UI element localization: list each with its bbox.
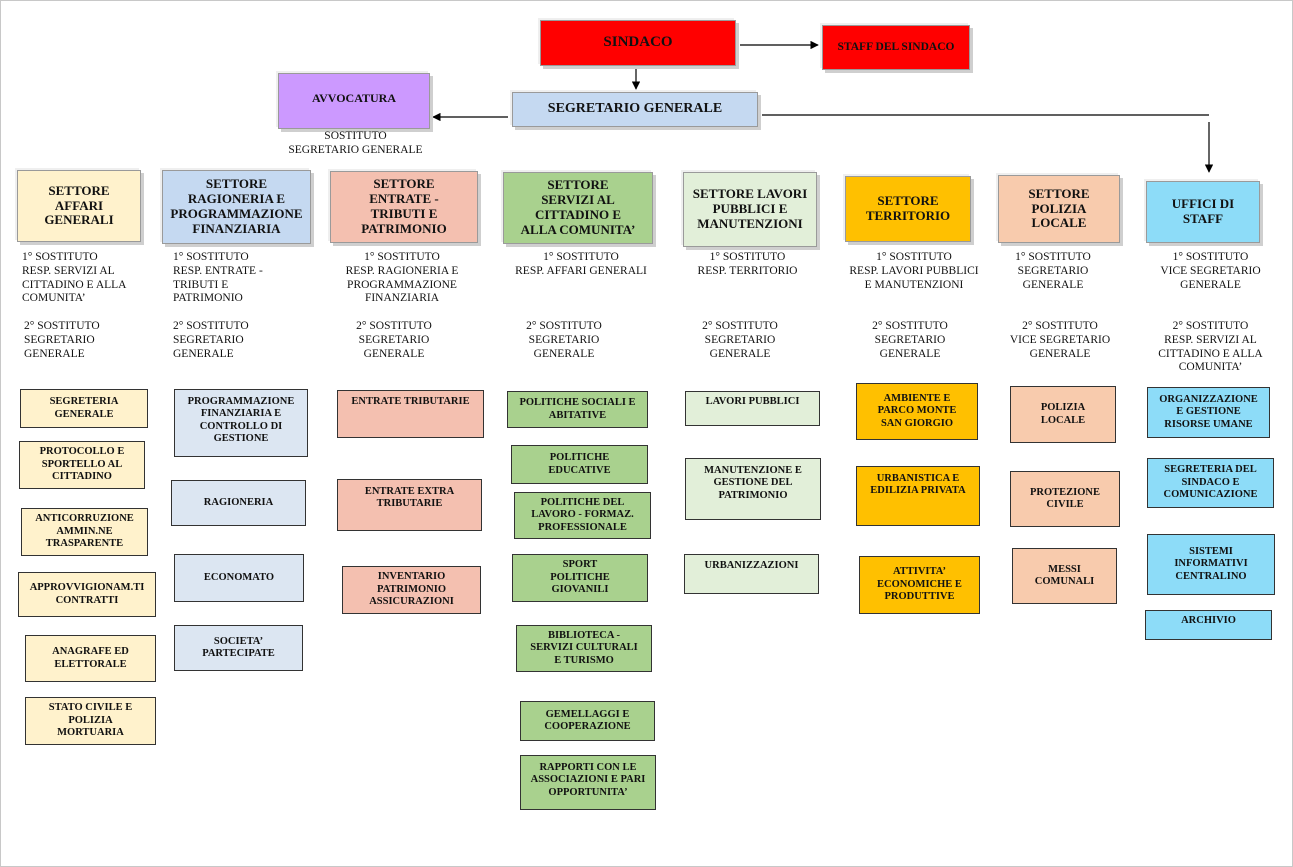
office-lavori-pubblici: LAVORI PUBBLICI bbox=[685, 391, 820, 426]
sector-header-affari-generali: SETTORE AFFARI GENERALI bbox=[17, 170, 141, 242]
sector-header-ragioneria: SETTORE RAGIONERIA E PROGRAMMAZIONE FINA… bbox=[162, 170, 311, 244]
office-urbanistica-edilizia: URBANISTICA E EDILIZIA PRIVATA bbox=[856, 466, 980, 526]
sector-header-lavori-pubblici: SETTORE LAVORI PUBBLICI E MANUTENZIONI bbox=[683, 172, 817, 247]
sector-7-second-substitute: 2° SOSTITUTO VICE SEGRETARIO GENERALE bbox=[1009, 320, 1111, 360]
office-societa-partecipate: SOCIETA’ PARTECIPATE bbox=[174, 625, 303, 671]
office-politiche-educative: POLITICHE EDUCATIVE bbox=[511, 445, 648, 484]
office-economato: ECONOMATO bbox=[174, 554, 304, 602]
sector-8-first-substitute: 1° SOSTITUTO VICE SEGRETARIO GENERALE bbox=[1160, 251, 1261, 291]
sector-5-second-substitute: 2° SOSTITUTO SEGRETARIO GENERALE bbox=[702, 320, 778, 360]
sector-7-first-substitute: 1° SOSTITUTO SEGRETARIO GENERALE bbox=[1015, 251, 1091, 291]
sector-2-first-substitute: 1° SOSTITUTO RESP. ENTRATE - TRIBUTI E P… bbox=[173, 251, 263, 305]
office-organizzazione-risorse-umane: ORGANIZZAZIONE E GESTIONE RISORSE UMANE bbox=[1147, 387, 1270, 438]
office-sport-politiche-giovanili: SPORT POLITICHE GIOVANILI bbox=[512, 554, 648, 602]
sector-3-first-substitute: 1° SOSTITUTO RESP. RAGIONERIA E PROGRAMM… bbox=[345, 251, 459, 305]
office-biblioteca: BIBLIOTECA - SERVIZI CULTURALI E TURISMO bbox=[516, 625, 652, 672]
sector-1-first-substitute: 1° SOSTITUTO RESP. SERVIZI AL CITTADINO … bbox=[22, 251, 127, 305]
office-segreteria-generale: SEGRETERIA GENERALE bbox=[20, 389, 148, 428]
office-attivita-economiche: ATTIVITA’ ECONOMICHE E PRODUTTIVE bbox=[859, 556, 980, 614]
office-protocollo-sportello: PROTOCOLLO E SPORTELLO AL CITTADINO bbox=[19, 441, 145, 489]
sector-5-first-substitute: 1° SOSTITUTO RESP. TERRITORIO bbox=[697, 251, 798, 277]
sector-3-second-substitute: 2° SOSTITUTO SEGRETARIO GENERALE bbox=[356, 320, 432, 360]
office-politiche-sociali: POLITICHE SOCIALI E ABITATIVE bbox=[507, 391, 648, 428]
office-segreteria-sindaco: SEGRETERIA DEL SINDACO E COMUNICAZIONE bbox=[1147, 458, 1274, 508]
office-approvvigionamenti: APPROVVIGIONAM.TI CONTRATTI bbox=[18, 572, 156, 617]
sostituto-segretario-label: SOSTITUTO SEGRETARIO GENERALE bbox=[288, 130, 423, 156]
sindaco-box: SINDACO bbox=[540, 20, 736, 66]
office-entrate-tributarie: ENTRATE TRIBUTARIE bbox=[337, 390, 484, 438]
office-manutenzione-patrimonio: MANUTENZIONE E GESTIONE DEL PATRIMONIO bbox=[685, 458, 821, 520]
office-entrate-extra-tributarie: ENTRATE EXTRA TRIBUTARIE bbox=[337, 479, 482, 531]
sector-8-second-substitute: 2° SOSTITUTO RESP. SERVIZI AL CITTADINO … bbox=[1158, 320, 1263, 374]
office-inventario-patrimonio: INVENTARIO PATRIMONIO ASSICURAZIONI bbox=[342, 566, 481, 614]
office-protezione-civile: PROTEZIONE CIVILE bbox=[1010, 471, 1120, 527]
sector-header-servizi-cittadino: SETTORE SERVIZI AL CITTADINO E ALLA COMU… bbox=[503, 172, 653, 244]
office-anagrafe-elettorale: ANAGRAFE ED ELETTORALE bbox=[25, 635, 156, 682]
sector-header-polizia-locale: SETTORE POLIZIA LOCALE bbox=[998, 175, 1120, 243]
office-politiche-lavoro: POLITICHE DEL LAVORO - FORMAZ. PROFESSIO… bbox=[514, 492, 651, 539]
office-stato-civile: STATO CIVILE E POLIZIA MORTUARIA bbox=[25, 697, 156, 745]
office-programmazione-finanziaria: PROGRAMMAZIONE FINANZIARIA E CONTROLLO D… bbox=[174, 389, 308, 457]
office-urbanizzazioni: URBANIZZAZIONI bbox=[684, 554, 819, 594]
segretario-generale-box: SEGRETARIO GENERALE bbox=[512, 92, 758, 127]
staff-sindaco-box: STAFF DEL SINDACO bbox=[822, 25, 970, 70]
office-sistemi-informativi: SISTEMI INFORMATIVI CENTRALINO bbox=[1147, 534, 1275, 595]
sector-6-first-substitute: 1° SOSTITUTO RESP. LAVORI PUBBLICI E MAN… bbox=[849, 251, 979, 291]
sector-4-second-substitute: 2° SOSTITUTO SEGRETARIO GENERALE bbox=[526, 320, 602, 360]
sector-6-second-substitute: 2° SOSTITUTO SEGRETARIO GENERALE bbox=[872, 320, 948, 360]
office-ambiente-parco: AMBIENTE E PARCO MONTE SAN GIORGIO bbox=[856, 383, 978, 440]
office-messi-comunali: MESSI COMUNALI bbox=[1012, 548, 1117, 604]
office-ragioneria: RAGIONERIA bbox=[171, 480, 306, 526]
sector-header-territorio: SETTORE TERRITORIO bbox=[845, 176, 971, 242]
office-rapporti-associazioni: RAPPORTI CON LE ASSOCIAZIONI E PARI OPPO… bbox=[520, 755, 656, 810]
sector-4-first-substitute: 1° SOSTITUTO RESP. AFFARI GENERALI bbox=[515, 251, 647, 277]
office-anticorruzione: ANTICORRUZIONE AMMIN.NE TRASPARENTE bbox=[21, 508, 148, 556]
office-polizia-locale: POLIZIA LOCALE bbox=[1010, 386, 1116, 443]
sector-header-uffici-staff: UFFICI DI STAFF bbox=[1146, 181, 1260, 243]
office-archivio: ARCHIVIO bbox=[1145, 610, 1272, 640]
avvocatura-box: AVVOCATURA bbox=[278, 73, 430, 129]
office-gemellaggi: GEMELLAGGI E COOPERAZIONE bbox=[520, 701, 655, 741]
sector-header-entrate: SETTORE ENTRATE - TRIBUTI E PATRIMONIO bbox=[330, 171, 478, 243]
sector-2-second-substitute: 2° SOSTITUTO SEGRETARIO GENERALE bbox=[173, 320, 249, 360]
sector-1-second-substitute: 2° SOSTITUTO SEGRETARIO GENERALE bbox=[24, 320, 100, 360]
